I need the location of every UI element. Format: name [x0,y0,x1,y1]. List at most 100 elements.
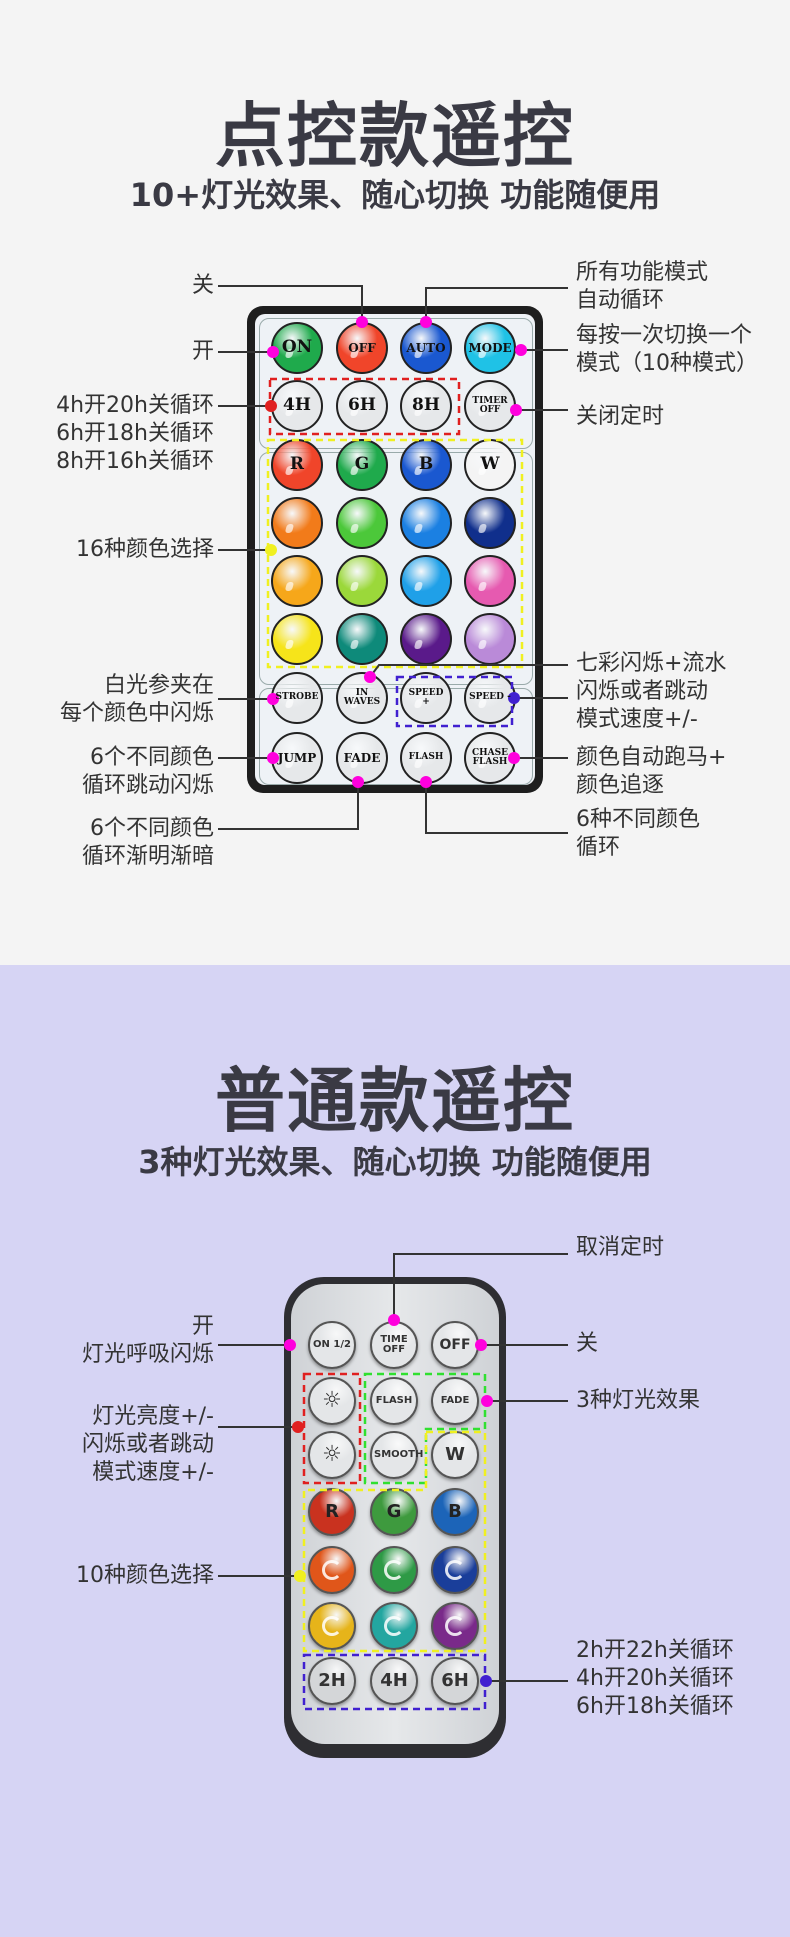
button-b[interactable]: B [431,1488,479,1536]
color-button[interactable] [464,613,516,665]
button-w[interactable]: W [431,1431,479,1479]
label-line: 灯光呼吸闪烁 [81,1342,214,1367]
label-line: 4h开20h关循环 [576,1666,734,1691]
color-button[interactable] [271,497,323,549]
button-in-waves[interactable]: IN WAVES [336,672,388,724]
button-r[interactable]: R [308,1488,356,1536]
color-button[interactable] [271,613,323,665]
label-timer-cancel: 取消定时 [576,1235,665,1260]
button-flash[interactable]: FLASH [370,1377,418,1425]
button-off[interactable]: OFF [336,322,388,374]
label-line: 6h开18h关循环 [576,1694,734,1719]
button-8h[interactable]: 8H [400,380,452,432]
color-button[interactable] [308,1602,356,1650]
label-line: 循环跳动闪烁 [81,773,214,798]
section2-title: 普通款遥控 [215,1060,575,1142]
button-on-1-2[interactable]: ON 1/2 [308,1321,356,1369]
label-line: 白光参夹在 [103,673,214,698]
dashed-group-outline [302,1653,487,1711]
button-label: 8H [412,395,440,416]
button-label: TIMER OFF [472,395,508,415]
button-fade[interactable]: FADE [431,1377,479,1425]
callout-line [425,287,568,322]
label-3-effects: 3种灯光效果 [576,1388,700,1413]
color-button[interactable] [431,1602,479,1650]
button-4h[interactable]: 4H [370,1657,418,1705]
button-label: R [325,1500,339,1522]
label-off: 关 [576,1331,599,1356]
callout-line [425,782,568,834]
button-smooth[interactable]: SMOOTH [370,1431,424,1479]
color-button[interactable] [370,1602,418,1650]
cycle-icon [322,1560,342,1580]
button-4h[interactable]: 4H [271,380,323,432]
button-6h[interactable]: 6H [431,1657,479,1705]
button-label: B [418,454,434,475]
label-10-colors: 10种颜色选择 [76,1563,214,1588]
color-button[interactable] [400,555,452,607]
label-line: 每按一次切换一个 [576,323,753,348]
button-speed[interactable]: SPEED + [400,672,452,724]
callout-dot [475,1339,487,1351]
dashed-group-outline [302,1372,362,1485]
section1-subtitle: 10+灯光效果、随心切换 功能随便用 [129,176,661,214]
button-w[interactable]: W [464,439,516,491]
color-button[interactable] [400,497,452,549]
color-button[interactable] [271,555,323,607]
brightness-up-icon: ☼ [322,1388,342,1414]
button-2h[interactable]: 2H [308,1657,356,1705]
label-line: 闪烁或者跳动 [81,1432,214,1457]
label-off: 关 [191,273,214,298]
label-line: 所有功能模式 [576,260,709,285]
label-chase: 颜色自动跑马+颜色追逐 [576,744,726,800]
button-g[interactable]: G [336,439,388,491]
button-label: STROBE [275,692,319,703]
label-fade: 6个不同颜色循环渐明渐暗 [82,815,214,871]
callout-dot [515,344,527,356]
label-line: 循环渐明渐暗 [81,844,214,869]
button-label: AUTO [406,340,446,355]
button-timer-off[interactable]: TIMER OFF [464,380,516,432]
button-label: G [354,454,370,475]
dashed-group-outline [302,1430,487,1653]
cycle-icon [445,1560,465,1580]
label-line: 6h开18h关循环 [56,421,214,446]
color-button[interactable] [370,1546,418,1594]
color-button[interactable] [336,555,388,607]
button-label: TIME OFF [380,1333,408,1355]
label-line: 颜色自动跑马+ [576,745,727,770]
brightness-down-button[interactable]: ☼ [308,1431,356,1479]
brightness-up-button[interactable]: ☼ [308,1377,356,1425]
label-16-colors: 16种颜色选择 [76,537,214,562]
button-label: ON [281,337,313,358]
button-label: OFF [439,1336,471,1353]
button-strobe[interactable]: STROBE [271,672,323,724]
button-label: 4H [380,1669,408,1691]
color-button[interactable] [308,1546,356,1594]
button-label: SMOOTH [374,1448,424,1460]
color-button[interactable] [431,1546,479,1594]
label-line: 开 [191,1314,214,1339]
button-g[interactable]: G [370,1488,418,1536]
button-chase-flash[interactable]: CHASE FLASH [464,732,516,784]
button-off[interactable]: OFF [431,1321,479,1369]
button-label: 2H [318,1669,346,1691]
callout-dot [356,316,368,328]
color-button[interactable] [464,497,516,549]
color-button[interactable] [336,613,388,665]
label-line: 模式（10种模式） [576,351,758,376]
color-button[interactable] [336,497,388,549]
label-line: 自动循环 [576,288,665,313]
cycle-icon [322,1616,342,1636]
callout-dot [364,671,376,683]
color-button[interactable] [464,555,516,607]
label-line: 6种不同颜色 [576,807,700,832]
callout-dot [267,346,279,358]
button-mode[interactable]: MODE [464,322,516,374]
callout-dot [508,752,520,764]
label-line: 灯光亮度+/- [92,1404,214,1429]
button-6h[interactable]: 6H [336,380,388,432]
